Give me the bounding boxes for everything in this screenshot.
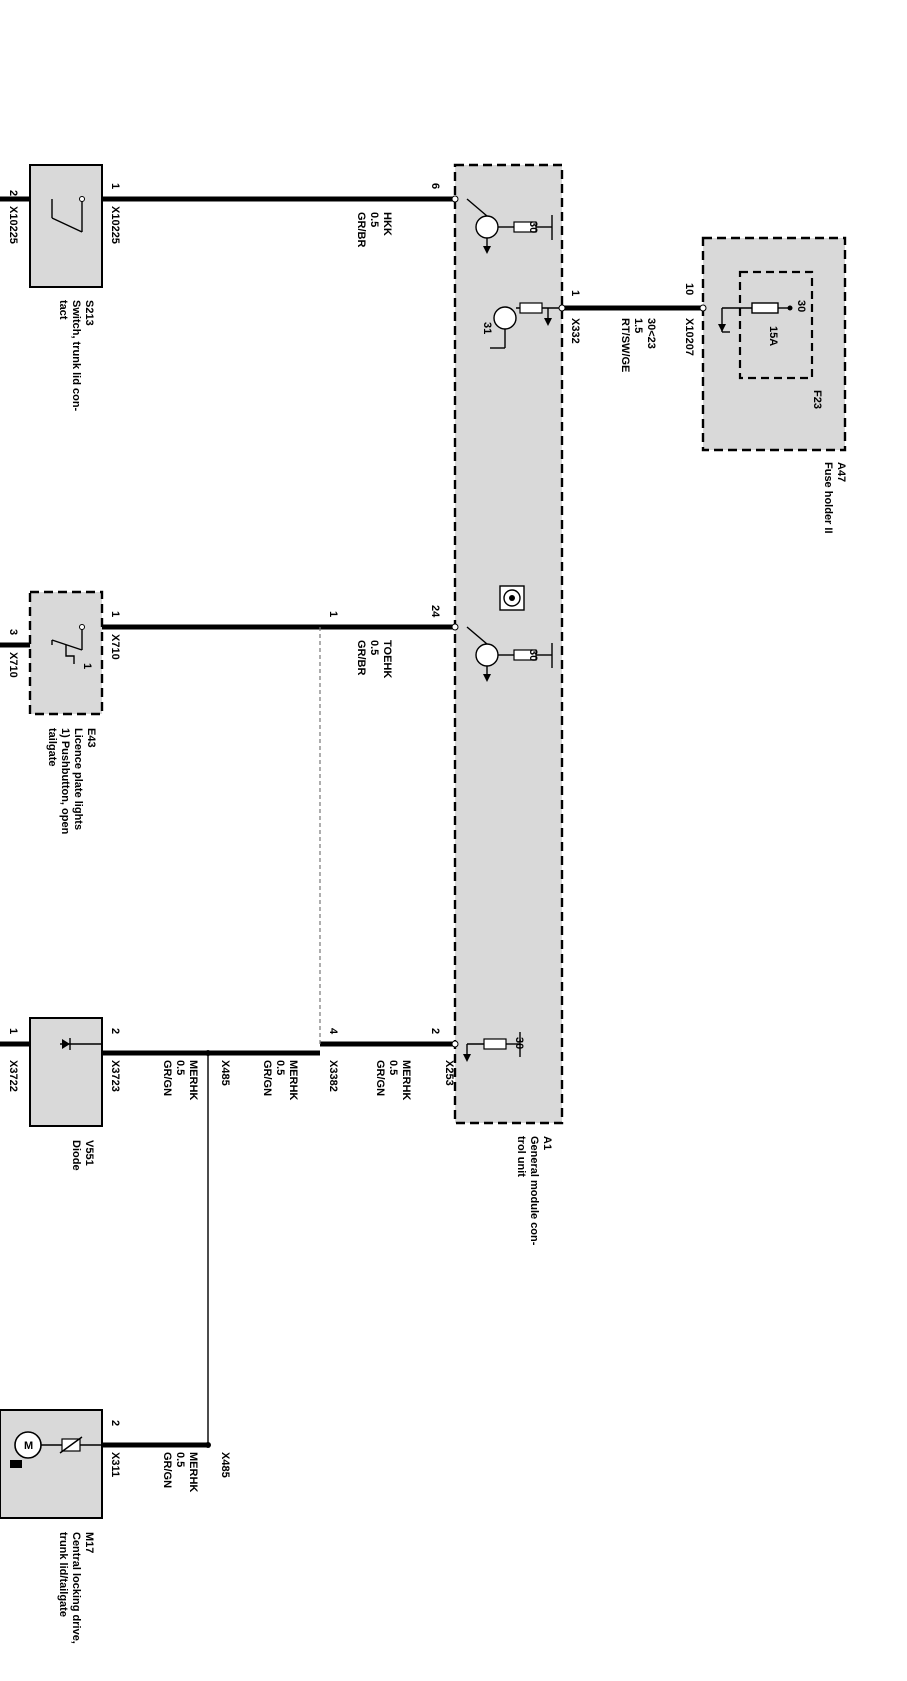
resistor-x253-icon bbox=[463, 1032, 521, 1062]
f23-terminal: 30 bbox=[795, 300, 807, 312]
wire-merhk-mid-color: GR/GN bbox=[261, 1060, 273, 1096]
f23-id: F23 bbox=[811, 390, 823, 409]
wire-hkk-signal: HKK bbox=[381, 212, 393, 236]
s213-switch-box bbox=[29, 164, 103, 288]
pin-e43-3: 3 bbox=[7, 629, 19, 635]
e43-name-line1: Licence plate lights bbox=[72, 728, 84, 830]
a1-name-line1: General module con- bbox=[528, 1136, 540, 1246]
pin-s213-2: 2 bbox=[7, 190, 19, 196]
switch-contact-icon bbox=[51, 196, 85, 233]
wire-hkk-size: 0.5 bbox=[368, 212, 380, 227]
a47-fuse-holder-box bbox=[701, 236, 847, 452]
wire-merhk-m17-signal: MERHK bbox=[187, 1452, 199, 1492]
wire-power-color: RT/SW/GE bbox=[619, 318, 631, 372]
connector-x10207: X10207 bbox=[683, 318, 695, 356]
wire-toehk-signal: TOEHK bbox=[381, 640, 393, 678]
a1-pin-24-contact bbox=[451, 623, 459, 631]
connector-x253: X253 bbox=[443, 1060, 455, 1086]
wire-merhk-diode-color: GR/GN bbox=[161, 1060, 173, 1096]
a1-pin-24: 24 bbox=[429, 605, 441, 618]
pin-v551-2: 2 bbox=[109, 1028, 121, 1034]
connector-x10225-right: X10225 bbox=[109, 206, 121, 244]
a47-id: A47 bbox=[835, 462, 847, 482]
splice-dot-x485-b bbox=[205, 1442, 211, 1448]
splice-dot-x485-a bbox=[205, 1050, 211, 1056]
connector-x3722: X3722 bbox=[7, 1060, 19, 1092]
wire-merhk-mid-size: 0.5 bbox=[274, 1060, 286, 1075]
connector-x3382: X3382 bbox=[327, 1060, 339, 1092]
transistor-hkk-icon bbox=[466, 198, 553, 254]
wire-merhk-a1-color: GR/GN bbox=[374, 1060, 386, 1096]
wire-merhk-m17-size: 0.5 bbox=[174, 1452, 186, 1467]
f23-rating: 15A bbox=[767, 326, 779, 346]
svg-text:M: M bbox=[24, 1440, 33, 1452]
diode-icon bbox=[60, 1038, 102, 1050]
transistor-toehk-icon bbox=[466, 626, 553, 682]
s213-name-line1: Switch, trunk lid con- bbox=[70, 300, 82, 412]
wire-merhk-a1-signal: MERHK bbox=[400, 1060, 412, 1100]
connector-x710-right: X710 bbox=[109, 634, 121, 660]
v551-diode-box bbox=[29, 1017, 103, 1127]
connector-x311: X311 bbox=[109, 1452, 121, 1477]
wire-toehk-size: 0.5 bbox=[368, 640, 380, 655]
a47-name: Fuse holder II bbox=[822, 462, 834, 534]
a1-pin-6: 6 bbox=[429, 183, 441, 189]
wire-merhk-diode-size: 0.5 bbox=[174, 1060, 186, 1075]
pin-m17-2: 2 bbox=[109, 1420, 121, 1426]
wire-merhk-diode-signal: MERHK bbox=[187, 1060, 199, 1100]
e43-name-line3: tailgate bbox=[46, 728, 58, 767]
pushbutton-icon bbox=[51, 624, 85, 664]
fuse-icon bbox=[722, 302, 793, 314]
terminal-30-b: 30 bbox=[527, 649, 539, 661]
x3382-pin-1: 1 bbox=[327, 611, 339, 617]
terminal-31: 31 bbox=[481, 322, 493, 334]
wire-merhk-a1-size: 0.5 bbox=[387, 1060, 399, 1075]
a1-pin-2-contact bbox=[451, 1040, 459, 1048]
a1-pin-1: 1 bbox=[569, 290, 581, 296]
s213-name-line2: tact bbox=[57, 300, 69, 320]
a1-name-line2: trol unit bbox=[515, 1136, 527, 1177]
pin-s213-1: 1 bbox=[109, 183, 121, 189]
m17-name-line2: trunk lid/tailgate bbox=[57, 1532, 69, 1617]
motor-icon: M bbox=[10, 1431, 102, 1468]
a47-pin-10: 10 bbox=[683, 283, 695, 295]
x3382-pin-4: 4 bbox=[327, 1028, 339, 1035]
a1-pin-2: 2 bbox=[429, 1028, 441, 1034]
connector-x710-left: X710 bbox=[7, 652, 19, 678]
wire-toehk-color: GR/BR bbox=[355, 640, 367, 676]
wire-power-signal: 30<23 bbox=[645, 318, 657, 349]
v551-name: Diode bbox=[70, 1140, 82, 1171]
e43-name-line2: 1) Pushbutton, open bbox=[59, 728, 71, 835]
m17-name-line1: Central locking drive, bbox=[70, 1532, 82, 1644]
f23-fuse-box bbox=[738, 270, 814, 380]
connector-x10225-left: X10225 bbox=[7, 206, 19, 244]
wire-merhk-m17-color: GR/GN bbox=[161, 1452, 173, 1488]
wire-merhk-mid-signal: MERHK bbox=[287, 1060, 299, 1100]
steering-wheel-icon bbox=[499, 585, 525, 611]
v551-id: V551 bbox=[83, 1140, 95, 1166]
wire-hkk-color: GR/BR bbox=[355, 212, 367, 248]
a1-pin-6-contact bbox=[451, 195, 459, 203]
transistor-x332-icon bbox=[490, 302, 562, 349]
pin-e43-1: 1 bbox=[109, 611, 121, 617]
wire-power-size: 1.5 bbox=[632, 318, 644, 333]
a1-pin-1-contact bbox=[558, 304, 566, 312]
connector-x3723: X3723 bbox=[109, 1060, 121, 1092]
ground-arrow-icon bbox=[718, 308, 730, 333]
a47-pin-10-contact bbox=[699, 304, 707, 312]
connector-x485-upper: X485 bbox=[219, 1060, 231, 1086]
connector-x332: X332 bbox=[569, 318, 581, 344]
m17-id: M17 bbox=[83, 1532, 95, 1553]
connector-x485-lower: X485 bbox=[219, 1452, 231, 1478]
e43-id: E43 bbox=[85, 728, 97, 748]
s213-id: S213 bbox=[83, 300, 95, 326]
a1-id: A1 bbox=[541, 1136, 553, 1150]
pin-v551-1: 1 bbox=[7, 1028, 19, 1034]
terminal-30-a: 30 bbox=[527, 221, 539, 233]
pin-e43-inner: 1 bbox=[81, 663, 93, 669]
terminal-30-c: 30 bbox=[513, 1037, 525, 1049]
